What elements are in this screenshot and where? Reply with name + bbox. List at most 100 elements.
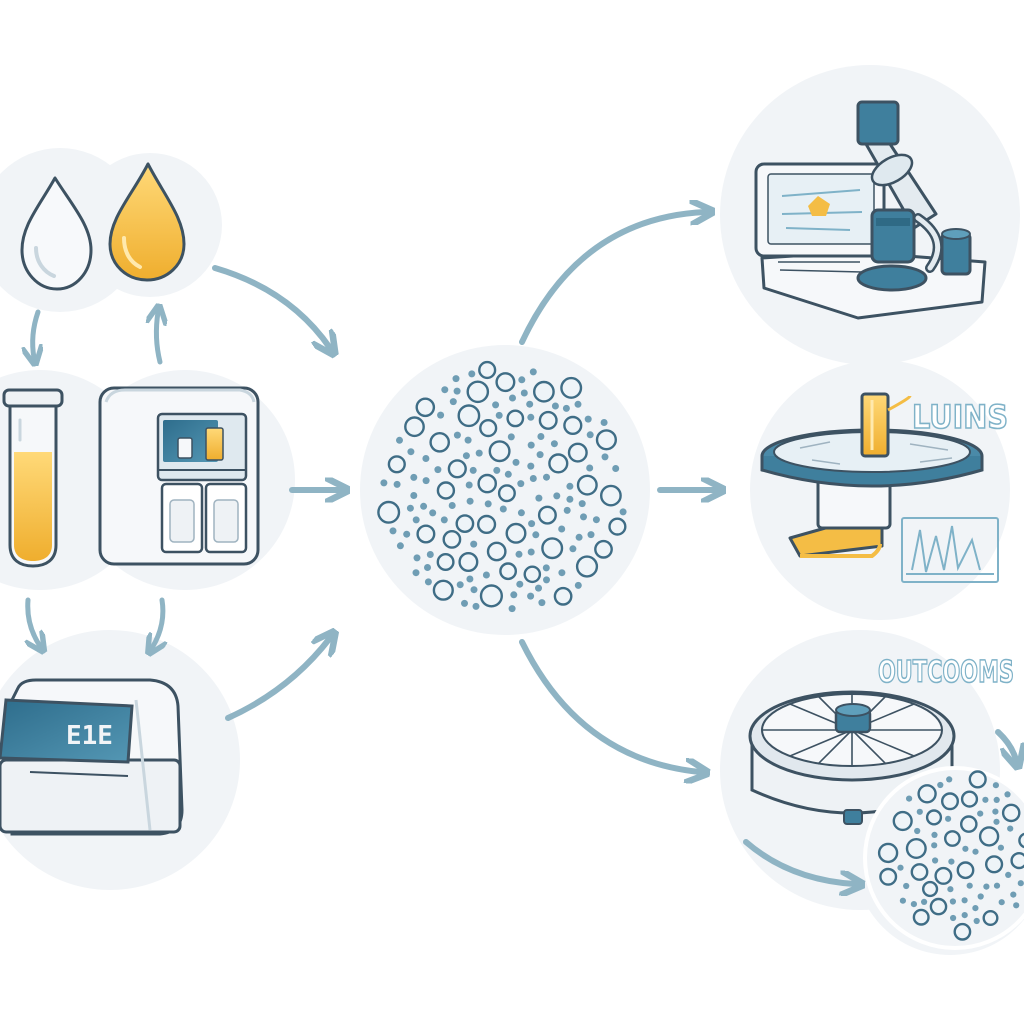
particle [992,808,999,815]
particle [560,376,583,399]
analyzer-screen-text: E1E [66,721,113,751]
particle [1001,803,1021,823]
particle [404,416,425,438]
particles-to-centrifuge-arrow [519,639,700,772]
particle [1017,880,1024,887]
particle [486,541,507,562]
particle [422,477,430,485]
output-arrows [519,212,1016,884]
particle [416,524,436,544]
particle [984,855,1004,874]
particle [961,897,968,904]
particle [477,514,497,534]
particle [1013,902,1020,909]
outcomes-arrow [995,729,1016,760]
particle [475,449,483,457]
particle [892,810,913,832]
particle [619,508,627,516]
particle [537,505,557,525]
particle [495,372,516,393]
particle [488,440,511,463]
particle [600,484,622,507]
particle [412,569,420,577]
particle [580,513,587,521]
particle [479,419,498,438]
particle [432,579,454,601]
particle [441,386,449,394]
particle [434,466,442,474]
particle [413,554,421,562]
particle [393,480,401,488]
particle [1010,852,1024,870]
particle [584,415,592,423]
particle [941,792,960,811]
particle [527,462,535,470]
particle [569,545,577,553]
particle [982,796,989,803]
particle [947,886,954,893]
particle [956,861,975,880]
particle [953,922,972,941]
dispenser-to-analyzer-arrow [152,597,163,648]
particle [998,899,1005,906]
particle [594,539,613,559]
particle [529,475,537,482]
particle [527,413,535,421]
particle [558,569,566,577]
particle [562,404,570,412]
particle [429,509,437,517]
particle [575,533,583,541]
particle [968,770,987,789]
particle [592,516,600,524]
analyzer-screen-readout: E1E [66,721,113,751]
particle [612,465,620,472]
particle [558,525,566,533]
particle [567,442,588,463]
particle [538,599,546,607]
particle [993,882,1001,889]
particle-cluster-icon [377,360,627,613]
particle [484,500,492,508]
particle [515,550,523,558]
analyzer-to-particles-arrow [225,638,330,721]
particle [478,360,497,380]
particle [945,815,952,822]
particle [553,586,573,606]
particles-to-microscope-arrow [519,212,705,345]
particle [422,455,430,462]
particle [897,864,904,871]
particle [576,474,598,496]
spectrometer-label: LUINS [912,398,1008,436]
particle [424,578,432,586]
particle [931,831,938,839]
particle [1018,832,1024,849]
particle [910,901,918,908]
particle [468,370,476,378]
particle [983,883,990,890]
particle [925,809,943,826]
dispenser-machine-icon [98,386,260,566]
particle [536,451,544,459]
particle [517,509,525,517]
particle [972,905,979,912]
left-column-arrows [28,312,163,648]
particle [946,776,953,783]
particle [937,781,944,789]
particle [566,495,574,503]
tube-to-analyzer-arrow [28,597,40,646]
particle [437,411,445,419]
particle [929,897,948,916]
analyzer-device-icon: E1E [0,678,184,836]
particle [477,473,498,494]
particle [931,842,938,849]
particle [916,808,923,815]
particle [469,466,477,474]
particle [903,882,910,890]
particle [449,398,457,406]
particle [966,882,973,889]
particle [977,893,984,900]
particle [528,520,536,528]
particle [406,504,414,512]
particle [462,452,470,460]
